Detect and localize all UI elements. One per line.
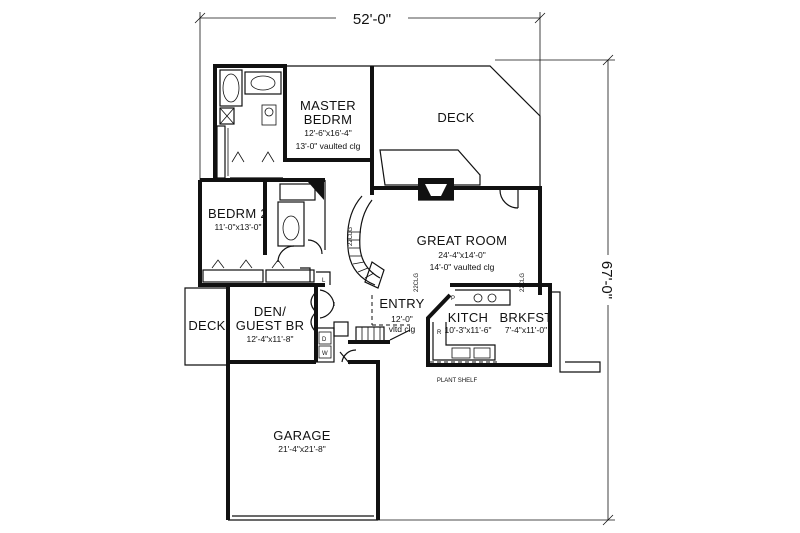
great-room-ceiling: 14'-0" vaulted clg <box>430 262 495 272</box>
kitchen-size: 10'-3"x11'-6" <box>445 325 492 335</box>
kitchen-name: KITCH <box>448 310 489 325</box>
rear-deck-name: DECK <box>437 110 474 125</box>
linen-label: L <box>322 278 326 284</box>
pantry-label: P <box>451 296 455 302</box>
master-bedroom-size: 12'-6"x16'-4" <box>304 128 352 138</box>
entry-walls <box>348 295 411 344</box>
stair <box>346 195 385 289</box>
great-room-size: 24'-4"x14'-0" <box>438 250 486 260</box>
garage-name: GARAGE <box>273 428 330 443</box>
bedroom-2-size: 11'-0"x13'-0" <box>215 222 262 232</box>
side-deck-outline <box>184 287 228 366</box>
master-bedroom-name-2: BEDRM <box>304 112 352 127</box>
den-size: 12'-4"x11'-8" <box>247 334 294 344</box>
great-room-name: GREAT ROOM <box>417 233 508 248</box>
master-bedroom-ceiling: 13'-0" vaulted clg <box>296 141 361 151</box>
dimension-top: 52'-0" <box>194 8 546 200</box>
overall-width-label: 52'-0" <box>353 11 391 28</box>
master-bedroom-name-1: MASTER <box>300 98 356 113</box>
master-suite-walls <box>213 64 374 195</box>
ceiling-mark-kitchen: 22CLG <box>520 273 526 292</box>
ceiling-mark-entry: 22CLG <box>414 273 420 292</box>
garage-size: 21'-4"x21'-8" <box>278 444 326 454</box>
range-label: R <box>437 330 442 336</box>
bedroom-2-name: BEDRM 2 <box>208 206 268 221</box>
kitchen-breakfast-walls <box>426 283 601 373</box>
den-name-1: DEN/ <box>254 304 286 319</box>
entry-size: 12'-0" <box>391 314 413 324</box>
great-room-walls <box>370 178 542 295</box>
den-name-2: GUEST BR <box>236 318 305 333</box>
laundry <box>315 321 357 365</box>
entry-name: ENTRY <box>379 296 424 311</box>
plant-shelf-label: PLANT SHELF <box>437 378 478 384</box>
rear-deck-outline <box>372 65 541 190</box>
washer-label: W <box>322 351 328 357</box>
overall-depth-label: 67'-0" <box>598 261 615 299</box>
breakfast-size: 7'-4"x11'-0" <box>505 325 547 335</box>
breakfast-name: BRKFST <box>499 310 552 325</box>
dryer-label: D <box>322 337 327 343</box>
ceiling-mark-stair: 22CLG <box>348 227 354 246</box>
bedroom-2-walls <box>198 178 326 287</box>
dimension-right: 67'-0" <box>378 54 620 526</box>
garage-walls <box>226 360 380 521</box>
side-deck-name: DECK <box>188 318 225 333</box>
entry-ceiling: vltd clg <box>389 324 416 334</box>
